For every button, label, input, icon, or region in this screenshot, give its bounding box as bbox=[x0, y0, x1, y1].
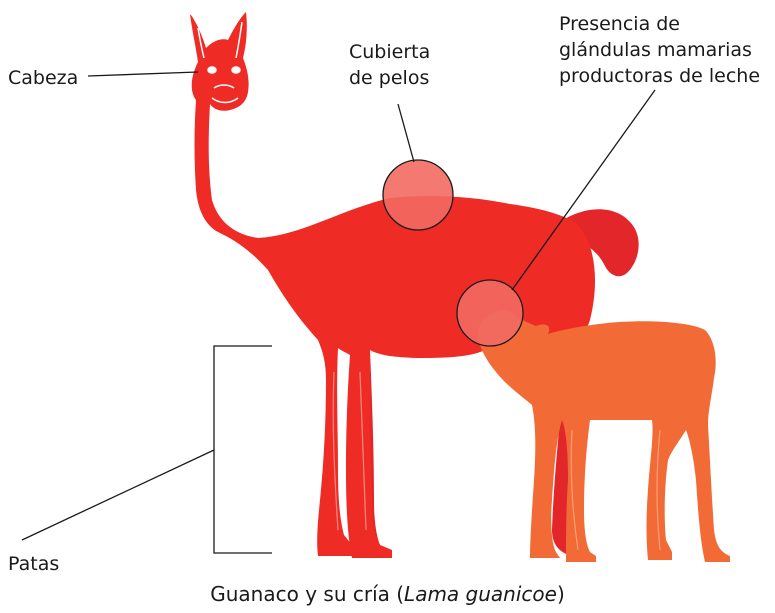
legs-leader bbox=[21, 449, 215, 541]
hair-leader bbox=[397, 103, 415, 163]
legs-label: Patas bbox=[8, 553, 60, 575]
legs-bracket bbox=[213, 345, 272, 554]
calf-body bbox=[478, 310, 730, 562]
glands-label-line2: glándulas mamarias bbox=[559, 39, 752, 61]
leader-lines bbox=[21, 71, 656, 554]
mammary-highlight bbox=[456, 279, 524, 347]
calf-leg-lines bbox=[570, 429, 661, 551]
caption-prefix: Guanaco y su cría ( bbox=[210, 582, 405, 606]
hair-label-line2: de pelos bbox=[349, 67, 430, 89]
caption-suffix: ) bbox=[556, 582, 565, 606]
adult-leg-lines bbox=[332, 371, 367, 531]
glands-label-line3: productoras de leche bbox=[559, 65, 761, 87]
adult-tail bbox=[560, 209, 639, 277]
head-label: Cabeza bbox=[8, 67, 79, 89]
hair-label-line1: Cubierta bbox=[349, 41, 431, 63]
glands-label-line1: Presencia de bbox=[559, 13, 680, 35]
adult-face bbox=[197, 21, 243, 104]
glands-leader bbox=[511, 89, 656, 291]
adult-body bbox=[190, 12, 595, 558]
hair-highlight bbox=[382, 159, 454, 231]
head-leader bbox=[87, 71, 199, 77]
caption-species: Lama guanicoe bbox=[404, 582, 557, 606]
diagram-caption: Guanaco y su cría (Lama guanicoe) bbox=[0, 582, 775, 606]
